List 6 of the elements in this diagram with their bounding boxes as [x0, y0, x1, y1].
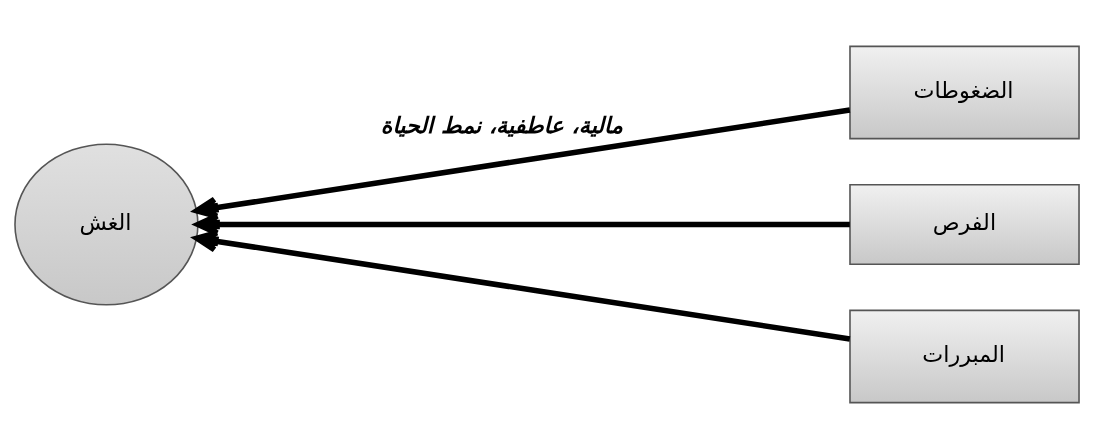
node-box: الضغوطات — [849, 45, 1080, 139]
arrow — [193, 229, 851, 342]
edge-label: مالية، عاطفية، نمط الحياة — [380, 111, 623, 138]
node-box: الفرص — [849, 183, 1080, 265]
node-box: المبررات — [849, 309, 1080, 403]
node-ellipse: الغش — [14, 142, 199, 306]
